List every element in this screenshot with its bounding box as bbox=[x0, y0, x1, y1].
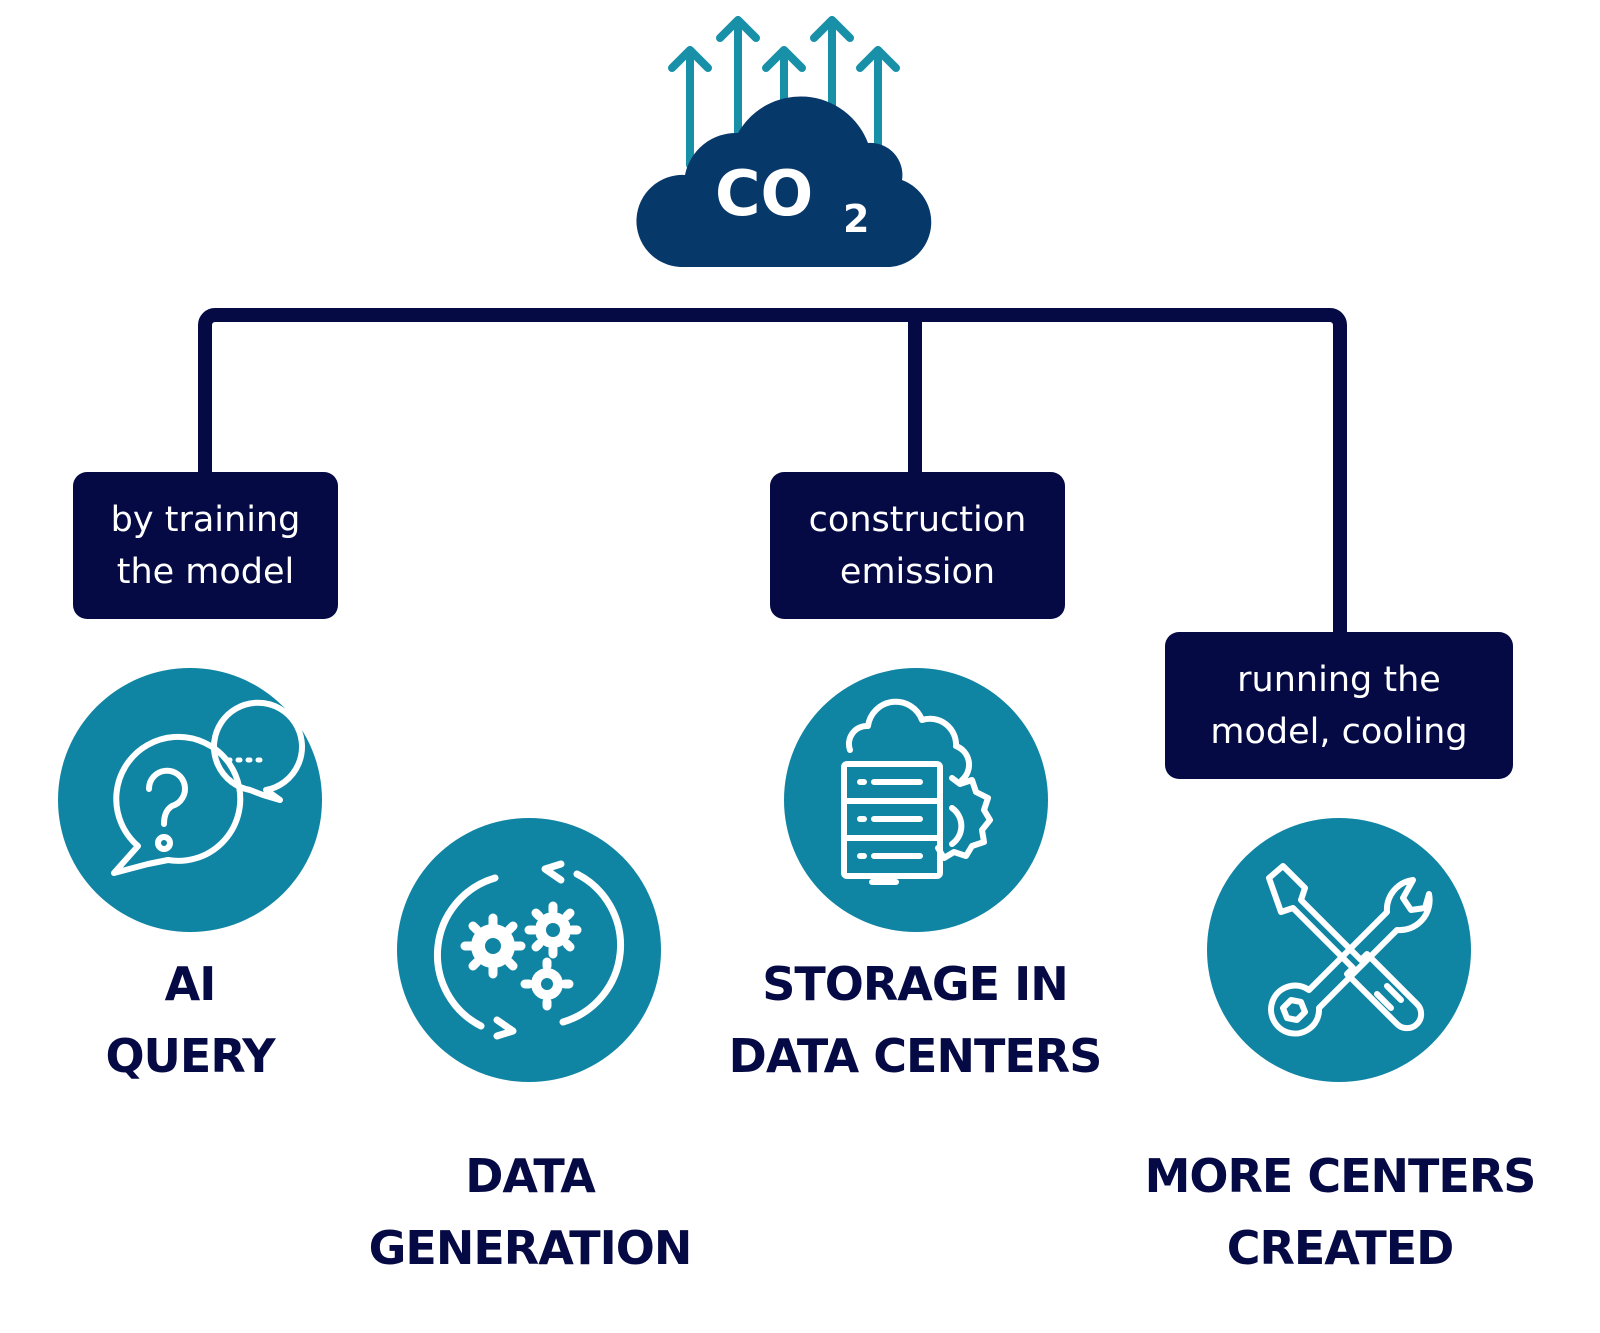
chat-question-icon bbox=[111, 699, 305, 876]
storage-title: STORAGE IN DATA CENTERS bbox=[728, 957, 1103, 1083]
data-generation-circle bbox=[397, 818, 661, 1082]
arrow-5 bbox=[856, 46, 900, 159]
cause-box-running: running the model, cooling bbox=[1165, 632, 1513, 779]
co2-formula: CO bbox=[715, 157, 814, 230]
branch-left bbox=[198, 308, 1347, 650]
arrow-2 bbox=[716, 16, 760, 159]
arrow-1 bbox=[668, 46, 712, 169]
cause-label-construction: construction emission bbox=[808, 499, 1027, 592]
co2-subscript: 2 bbox=[843, 197, 870, 241]
cause-box-training: by training the model bbox=[73, 472, 338, 619]
co2-cloud-icon bbox=[636, 16, 932, 268]
gears-cycle-icon bbox=[433, 860, 625, 1040]
cause-label-running: running the model, cooling bbox=[1210, 659, 1468, 752]
more-centers-title: MORE CENTERS CREATED bbox=[1144, 1149, 1537, 1275]
cloud-shape bbox=[636, 96, 932, 268]
wrench-screwdriver-icon bbox=[1266, 863, 1433, 1037]
cloud-server-icon bbox=[841, 698, 993, 885]
more-centers-circle bbox=[1207, 818, 1471, 1082]
ai-query-title: AI QUERY bbox=[105, 957, 275, 1083]
cause-label-training: by training the model bbox=[110, 499, 301, 592]
ai-query-circle bbox=[58, 668, 322, 932]
cause-box-construction: construction emission bbox=[770, 472, 1065, 619]
co2-label: CO 2 bbox=[705, 150, 885, 241]
storage-circle bbox=[784, 668, 1048, 932]
data-generation-title: DATA GENERATION bbox=[368, 1149, 693, 1275]
